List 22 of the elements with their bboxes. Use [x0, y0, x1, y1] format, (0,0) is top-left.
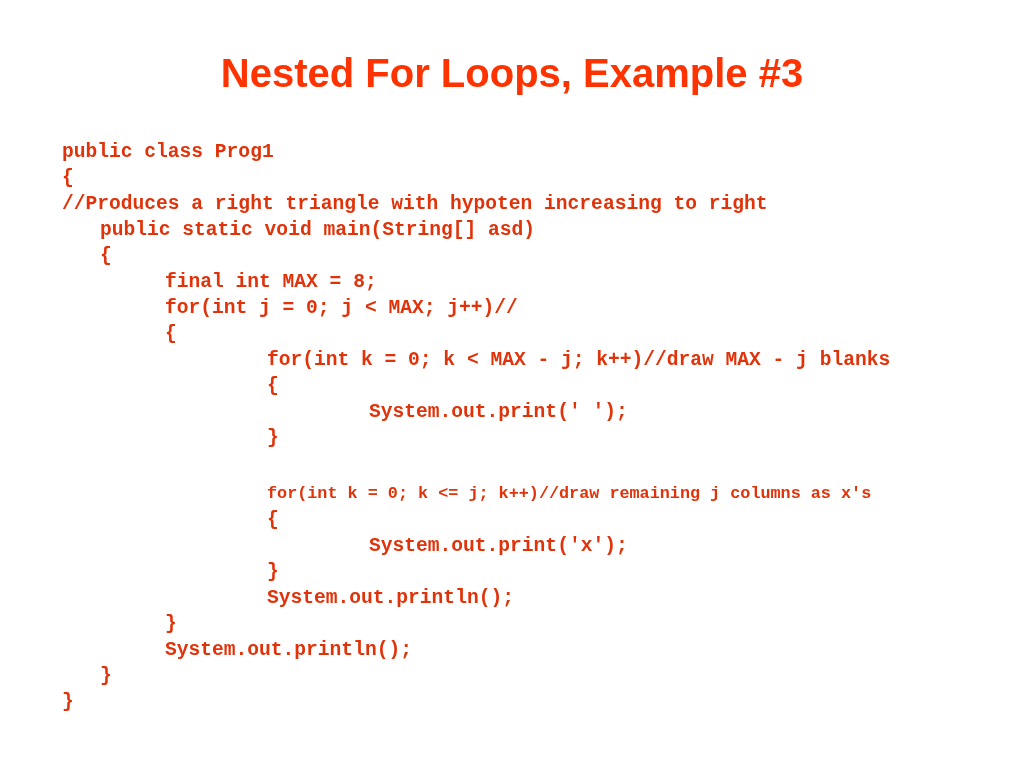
- code-line: {: [267, 508, 279, 532]
- code-line: System.out.println();: [165, 638, 412, 662]
- code-line: public class Prog1: [62, 140, 274, 164]
- code-line: {: [100, 244, 112, 268]
- code-line: {: [62, 166, 74, 190]
- code-line: for(int k = 0; k < MAX - j; k++)//draw MAX - j blanks: [267, 348, 891, 372]
- code-line: System.out.println();: [267, 586, 514, 610]
- code-line: }: [267, 560, 279, 584]
- code-line: }: [100, 664, 112, 688]
- code-line: System.out.print(' ');: [369, 400, 628, 424]
- code-line: System.out.print('x');: [369, 534, 628, 558]
- code-line: //Produces a right triangle with hypoten increasing to right: [62, 192, 768, 216]
- code-line: }: [62, 690, 74, 714]
- code-line: }: [165, 612, 177, 636]
- code-line: {: [267, 374, 279, 398]
- code-line: {: [165, 322, 177, 346]
- code-line: public static void main(String[] asd): [100, 218, 536, 242]
- code-line: final int MAX = 8;: [165, 270, 377, 294]
- slide-title: Nested For Loops, Example #3: [219, 50, 805, 97]
- code-line: for(int j = 0; j < MAX; j++)//: [165, 296, 518, 320]
- code-line: for(int k = 0; k <= j; k++)//draw remaining j columns as x's: [267, 483, 872, 505]
- code-line: }: [267, 426, 279, 450]
